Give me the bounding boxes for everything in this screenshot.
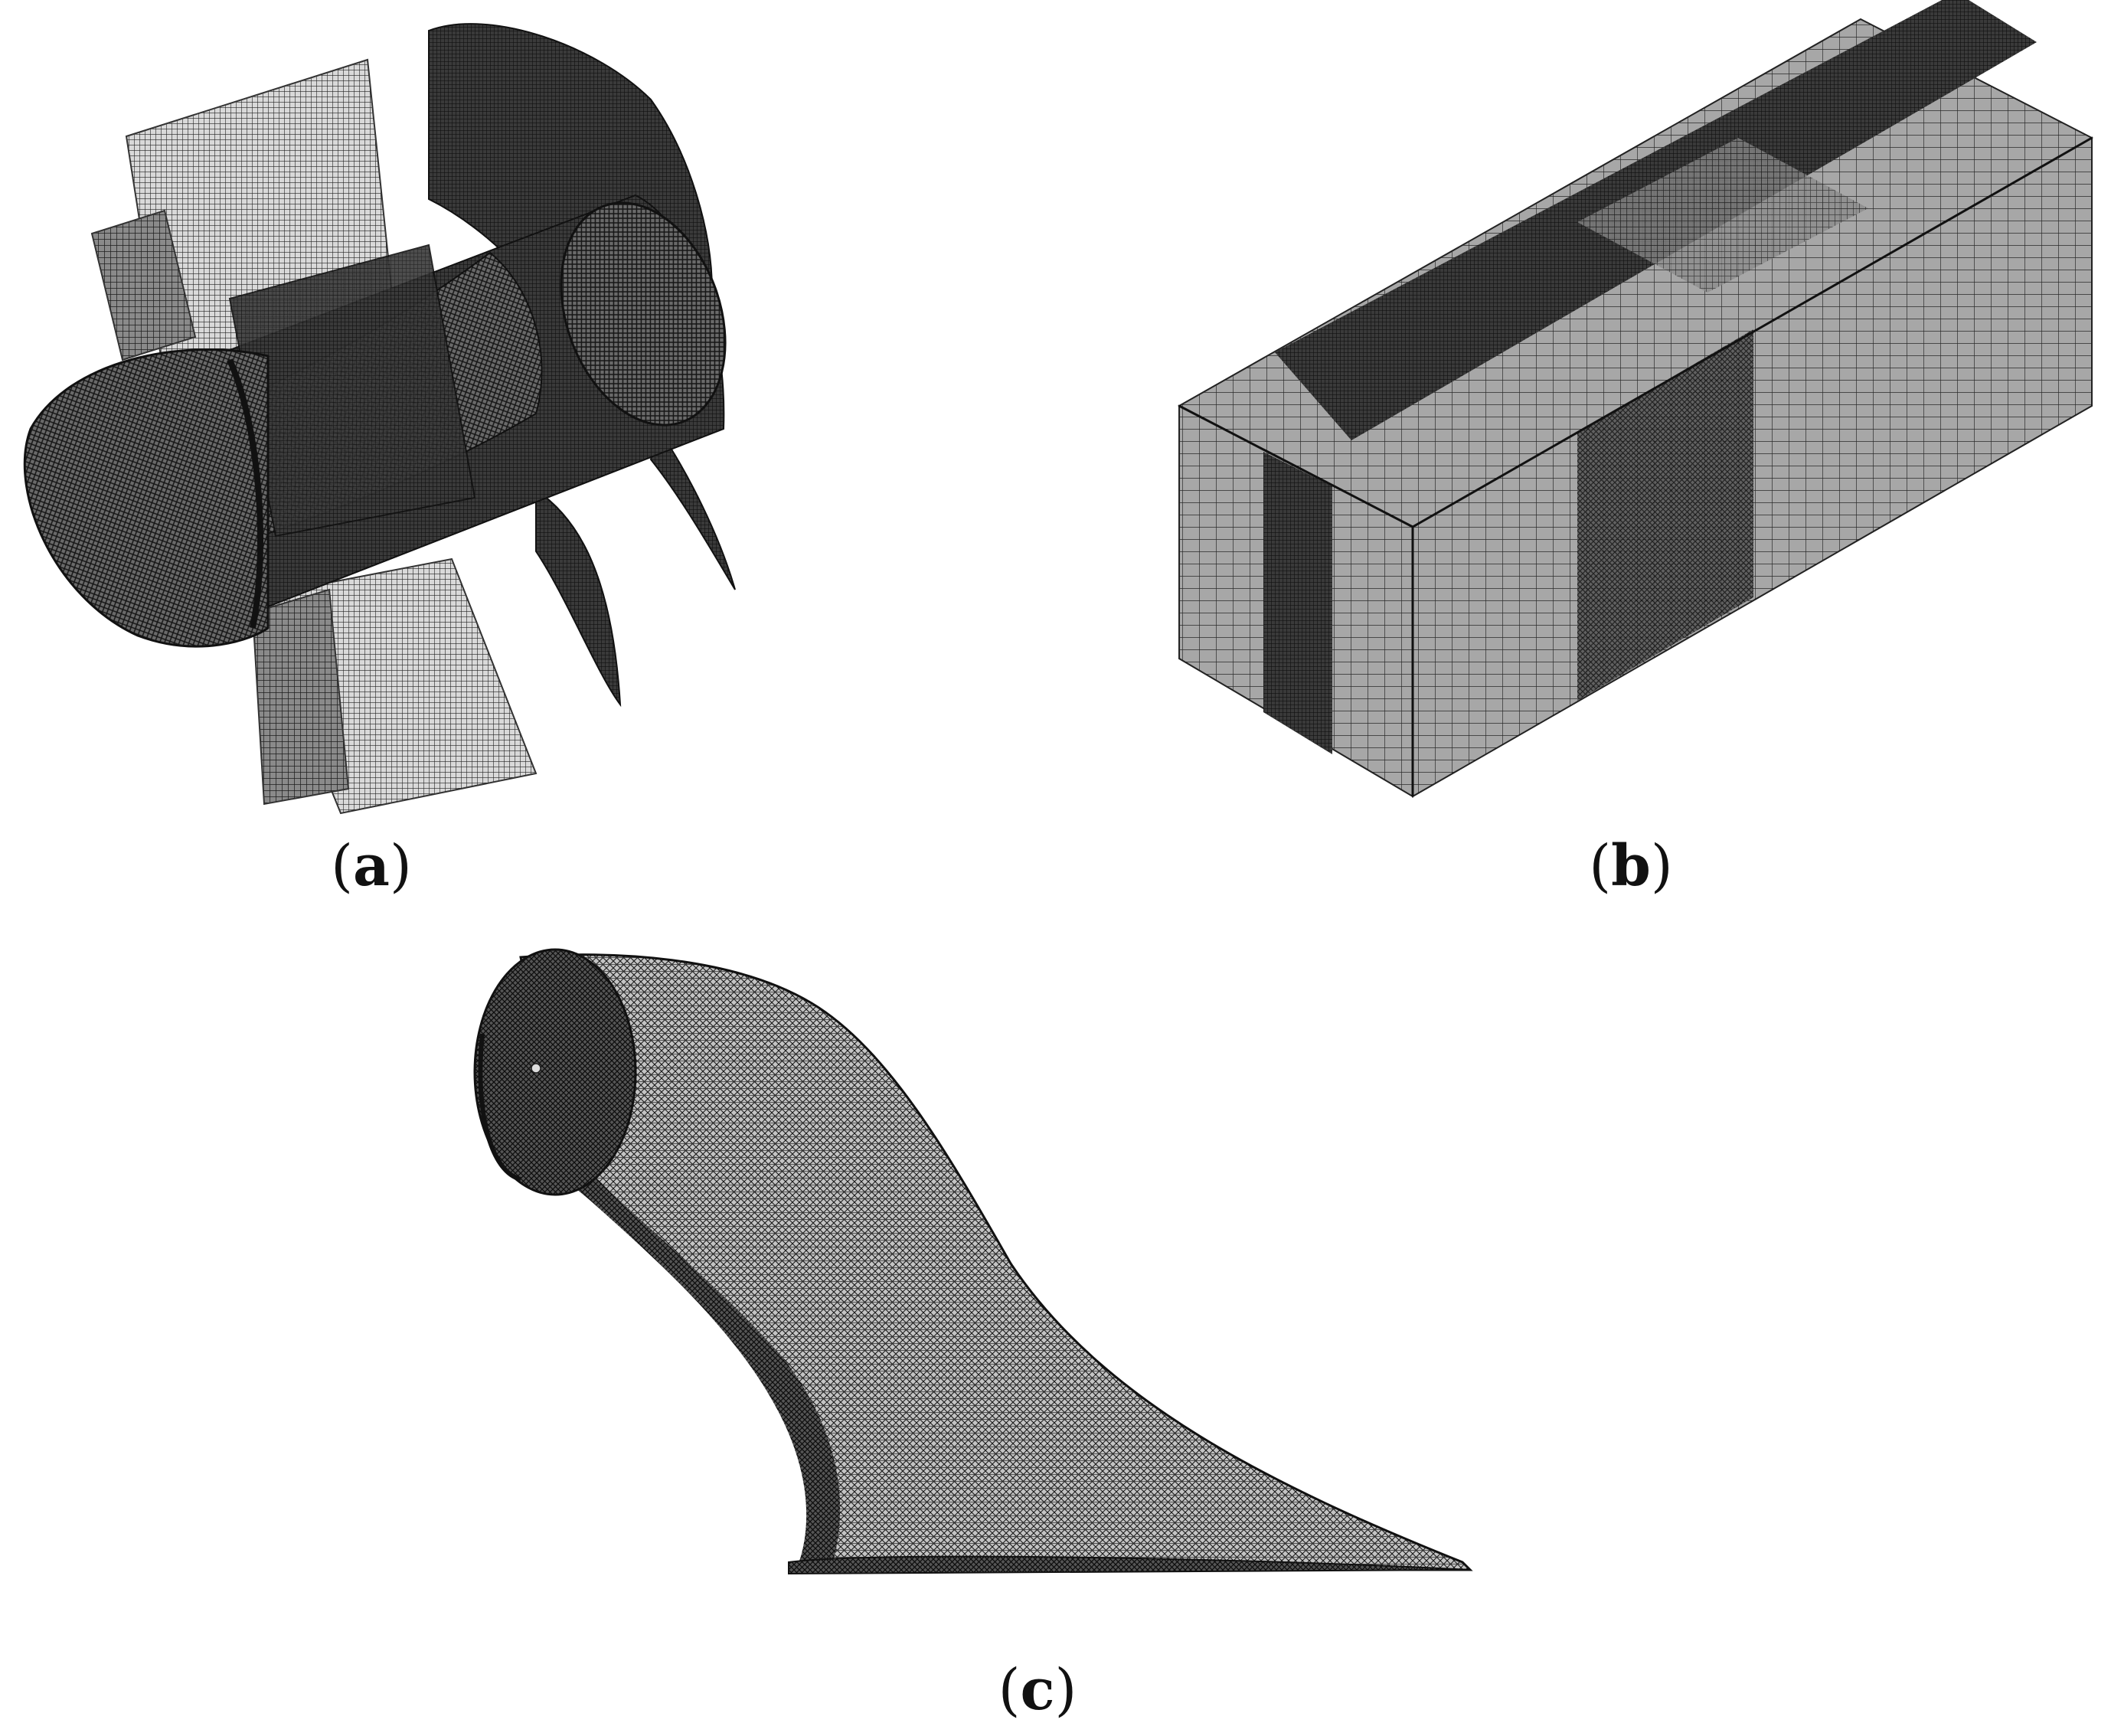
caption-a-close: )	[389, 833, 412, 899]
caption-b-close: )	[1650, 833, 1673, 899]
blade-right-tip	[649, 427, 736, 590]
fin-cross-section-face	[473, 948, 637, 1196]
blade-lower-left	[251, 588, 350, 806]
box-mesh-figure	[1177, 0, 2094, 798]
caption-c-letter: c	[1020, 1657, 1055, 1723]
caption-c-close: )	[1054, 1657, 1077, 1723]
caption-a-open: (	[331, 833, 354, 899]
blade-lower-right-dark	[535, 489, 622, 708]
caption-b-letter: b	[1611, 833, 1651, 899]
hub-nose-cap	[23, 348, 270, 648]
caption-a: (a)	[331, 838, 412, 894]
box-side-dense-band	[1577, 329, 1753, 701]
caption-b: (b)	[1589, 838, 1673, 894]
surface-mesh-figure	[473, 948, 1473, 1575]
caption-c: (c)	[998, 1662, 1077, 1718]
fin-section-center-mark	[531, 1063, 541, 1074]
caption-a-letter: a	[353, 833, 390, 899]
propeller-mesh-figure	[23, 23, 736, 815]
hub-nose-rim	[227, 358, 263, 629]
hub-end-face	[560, 201, 727, 427]
fin-base-flange	[788, 1555, 1471, 1575]
panel-a-propeller-mesh	[0, 0, 766, 835]
fin-section-rim	[478, 1033, 521, 1182]
fin-leading-shadow	[567, 1172, 841, 1570]
box-top-dense-band	[1577, 138, 1868, 293]
blade-upper-left-light	[90, 209, 197, 361]
box-front-dense-strip	[1263, 452, 1332, 754]
caption-c-open: (	[998, 1657, 1021, 1723]
panel-c-surface-mesh	[413, 927, 1715, 1616]
caption-b-open: (	[1589, 833, 1612, 899]
panel-b-domain-box-mesh	[1149, 0, 2106, 835]
